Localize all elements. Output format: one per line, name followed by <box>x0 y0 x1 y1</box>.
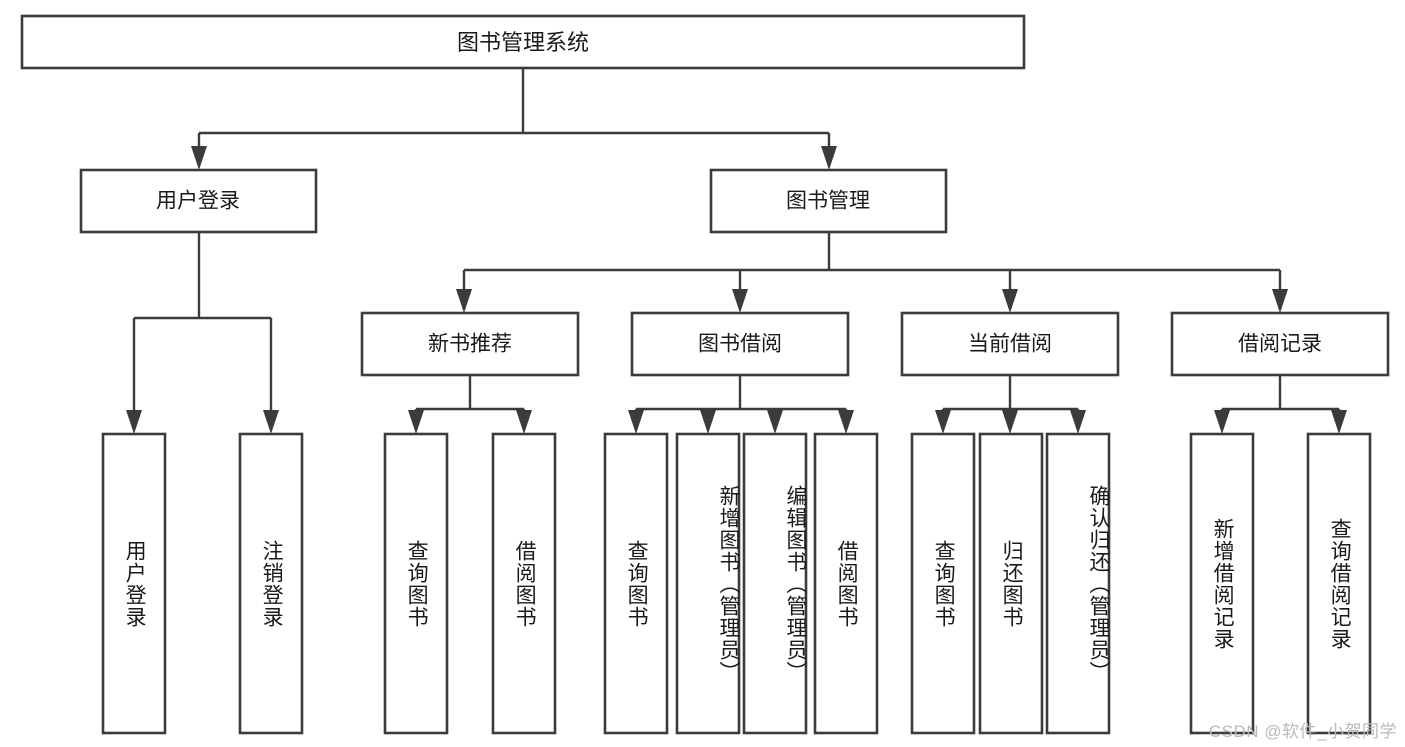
node-root-label: 图书管理系统 <box>457 30 589 55</box>
connector-group-root-to-level2 <box>191 68 837 170</box>
node-leaf-query-record-box[interactable] <box>1306 432 1372 735</box>
arrow-cb-leaf-1 <box>935 410 951 434</box>
arrow-bb-leaf-3 <box>767 410 783 434</box>
connector-group-book-borrow-to-leaves <box>628 375 854 434</box>
arrow-user-login-leaf-1 <box>126 410 142 434</box>
arrow-bm-to-current-borrow <box>1002 289 1018 313</box>
node-book-management-label: 图书管理 <box>786 190 870 213</box>
connector-group-current-borrow-to-leaves <box>935 375 1086 434</box>
arrow-cb-leaf-2 <box>1002 410 1018 434</box>
node-leaf-borrow-book-1-box[interactable] <box>491 432 557 735</box>
node-user-login-box[interactable] <box>79 168 318 234</box>
node-new-book-recommend-label: 新书推荐 <box>428 333 512 356</box>
node-leaf-query-book-3-box[interactable] <box>910 432 976 735</box>
node-leaf-edit-book-box[interactable] <box>742 432 808 735</box>
node-borrow-record-label: 借阅记录 <box>1238 333 1322 356</box>
node-book-borrow-box[interactable] <box>630 311 850 377</box>
connector-group-borrow-record-to-leaves <box>1214 375 1347 434</box>
connector-group-new-book-recommend-to-leaves <box>408 375 532 434</box>
arrow-cb-leaf-3 <box>1070 410 1086 434</box>
node-current-borrow-label: 当前借阅 <box>968 333 1052 356</box>
node-book-borrow-label: 图书借阅 <box>698 333 782 356</box>
arrow-bb-leaf-2 <box>700 410 716 434</box>
arrow-nbr-leaf-1 <box>408 410 424 434</box>
node-new-book-recommend-box[interactable] <box>360 311 580 377</box>
connector-group-user-login-to-leaves <box>126 232 279 434</box>
arrow-bm-to-new-book-recommend <box>456 289 472 313</box>
node-borrow-record-box[interactable] <box>1170 311 1390 377</box>
node-root-box[interactable] <box>20 14 1026 70</box>
arrow-user-login-leaf-2 <box>263 410 279 434</box>
node-leaf-query-book-1-box[interactable] <box>383 432 449 735</box>
node-current-borrow-box[interactable] <box>900 311 1120 377</box>
arrow-br-leaf-2 <box>1331 410 1347 434</box>
arrow-bm-to-book-borrow <box>732 289 748 313</box>
node-leaf-query-book-2-box[interactable] <box>603 432 669 735</box>
node-leaf-user-login-box[interactable] <box>101 432 167 735</box>
connector-group-book-management-to-level3 <box>456 232 1288 313</box>
csdn-watermark: CSDN @软件_小贺同学 <box>1208 722 1397 741</box>
node-user-login-label: 用户登录 <box>156 190 240 213</box>
arrow-root-to-user-login <box>191 146 207 170</box>
node-leaf-logout-box[interactable] <box>238 432 304 735</box>
node-book-management-box[interactable] <box>709 168 948 234</box>
node-leaf-add-record-box[interactable] <box>1189 432 1255 735</box>
arrow-nbr-leaf-2 <box>516 410 532 434</box>
node-leaf-confirm-return-box[interactable] <box>1045 432 1111 735</box>
arrow-bm-to-borrow-record <box>1272 289 1288 313</box>
arrow-br-leaf-1 <box>1214 410 1230 434</box>
node-leaf-return-book-box[interactable] <box>978 432 1044 735</box>
node-leaf-borrow-book-2-box[interactable] <box>813 432 879 735</box>
node-leaf-add-book-box[interactable] <box>675 432 741 735</box>
arrow-bb-leaf-4 <box>838 410 854 434</box>
arrow-bb-leaf-1 <box>628 410 644 434</box>
arrow-root-to-book-management <box>821 146 837 170</box>
